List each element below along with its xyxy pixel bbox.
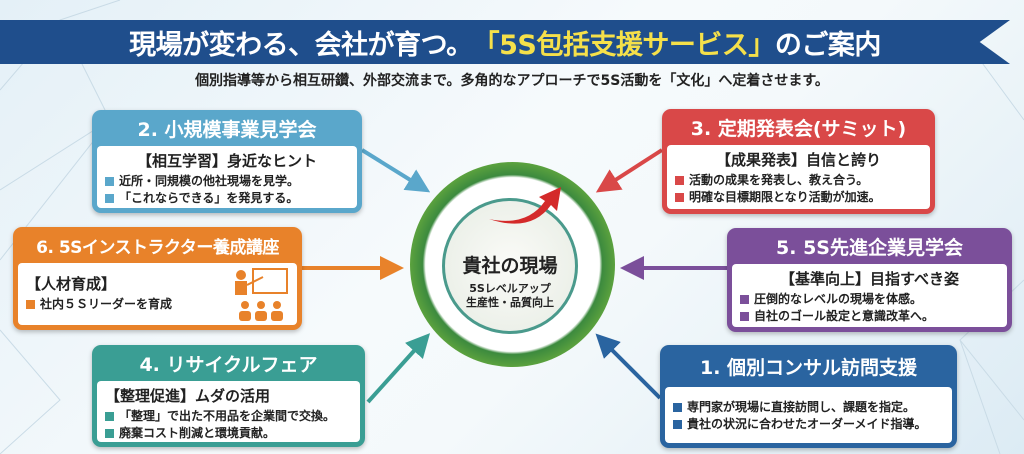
box-regular-summit: 3. 定期発表会(サミット) 【成果発表】自信と誇り 活動の成果を発表し、教え合…: [662, 109, 935, 214]
arrow-3: [595, 148, 664, 193]
box-header: 6. 5Sインストラクター養成講座: [36, 237, 279, 258]
box-title: 【人材育成】: [26, 275, 117, 293]
box-individual-consulting: 1. 個別コンサル訪問支援 専門家が現場に直接訪問し、課題を指定。 貴社の状況に…: [660, 345, 957, 448]
bullet-icon: [675, 176, 684, 185]
list-item: 活動の成果を発表し、教え合う。: [689, 173, 869, 187]
box-small-business-tour: 2. 小規模事業見学会 【相互学習】身近なヒント 近所・同規模の他社現場を見学。…: [92, 110, 362, 213]
title-highlight: 「5S包括支援サービス」: [472, 29, 776, 61]
title-post: のご案内: [774, 29, 882, 61]
box-title: 【整理促進】ムダの活用: [105, 387, 271, 405]
title-pre: 現場が変わる、会社が育つ。: [129, 29, 473, 61]
center-line1: 5Sレベルアップ: [469, 282, 551, 295]
box-title: 【基準向上】目指すべき姿: [780, 270, 959, 288]
box-header: 2. 小規模事業見学会: [137, 118, 317, 141]
box-header: 1. 個別コンサル訪問支援: [699, 356, 918, 379]
list-item: 圧倒的なレベルの現場を体感。: [754, 292, 923, 306]
list-item: 廃棄コスト削減と環境貢献。: [119, 426, 276, 440]
box-header: 3. 定期発表会(サミット): [690, 117, 907, 140]
bullet-icon: [105, 177, 114, 186]
subtitle: 個別指導等から相互研鑽、外部交流まで。多角的なアプローチで5S活動を「文化」へ定…: [195, 73, 829, 89]
bullet-icon: [675, 193, 684, 202]
arrow-1: [595, 333, 662, 400]
list-item: 「これならできる」を発見する。: [119, 191, 299, 205]
bullet-icon: [740, 295, 749, 304]
list-item: 明確な目標期限となり活動が加速。: [689, 190, 881, 204]
bullet-icon: [673, 420, 682, 429]
list-item: 専門家が現場に直接訪問し、課題を指定。: [687, 400, 916, 414]
bullet-icon: [26, 300, 35, 309]
bullet-icon: [105, 412, 114, 421]
center-line2: 生産性・品質向上: [466, 296, 554, 309]
bullet-icon: [105, 194, 114, 203]
box-recycle-fair: 4. リサイクルフェア 【整理促進】ムダの活用 「整理」で出た不用品を企業間で交…: [92, 345, 365, 447]
arrow-2: [360, 148, 431, 193]
bullet-icon: [740, 312, 749, 321]
center-title: 貴社の現場: [462, 255, 558, 277]
center-circle: 貴社の現場 5Sレベルアップ 生産性・品質向上: [442, 187, 578, 334]
list-item: 近所・同規模の他社現場を見学。: [119, 174, 300, 188]
title-banner: 現場が変わる、会社が育つ。「5S包括支援サービス」のご案内: [0, 20, 1010, 64]
list-item: 貴社の状況に合わせたオーダーメイド指導。: [687, 417, 927, 431]
box-header: 4. リサイクルフェア: [139, 353, 318, 376]
box-header: 5. 5S先進企業見学会: [776, 236, 963, 259]
bullet-icon: [673, 403, 682, 412]
teacher-icon: [235, 268, 288, 321]
list-item: 社内５Ｓリーダーを育成: [40, 297, 173, 311]
arrow-4: [366, 333, 431, 404]
list-item: 「整理」で出た不用品を企業間で交換。: [119, 409, 336, 423]
box-title: 【成果発表】自信と誇り: [715, 151, 881, 169]
list-item: 自社のゴール設定と意識改革へ。: [754, 309, 935, 323]
box-instructor-course: 6. 5Sインストラクター養成講座 【人材育成】 社内５Ｓリーダーを育成: [13, 227, 302, 330]
box-title: 【相互学習】身近なヒント: [136, 152, 317, 170]
growth-arrow-icon: [489, 187, 561, 224]
box-advanced-company-tour: 5. 5S先進企業見学会 【基準向上】目指すべき姿 圧倒的なレベルの現場を体感。…: [727, 228, 1012, 332]
bullet-icon: [105, 429, 114, 438]
